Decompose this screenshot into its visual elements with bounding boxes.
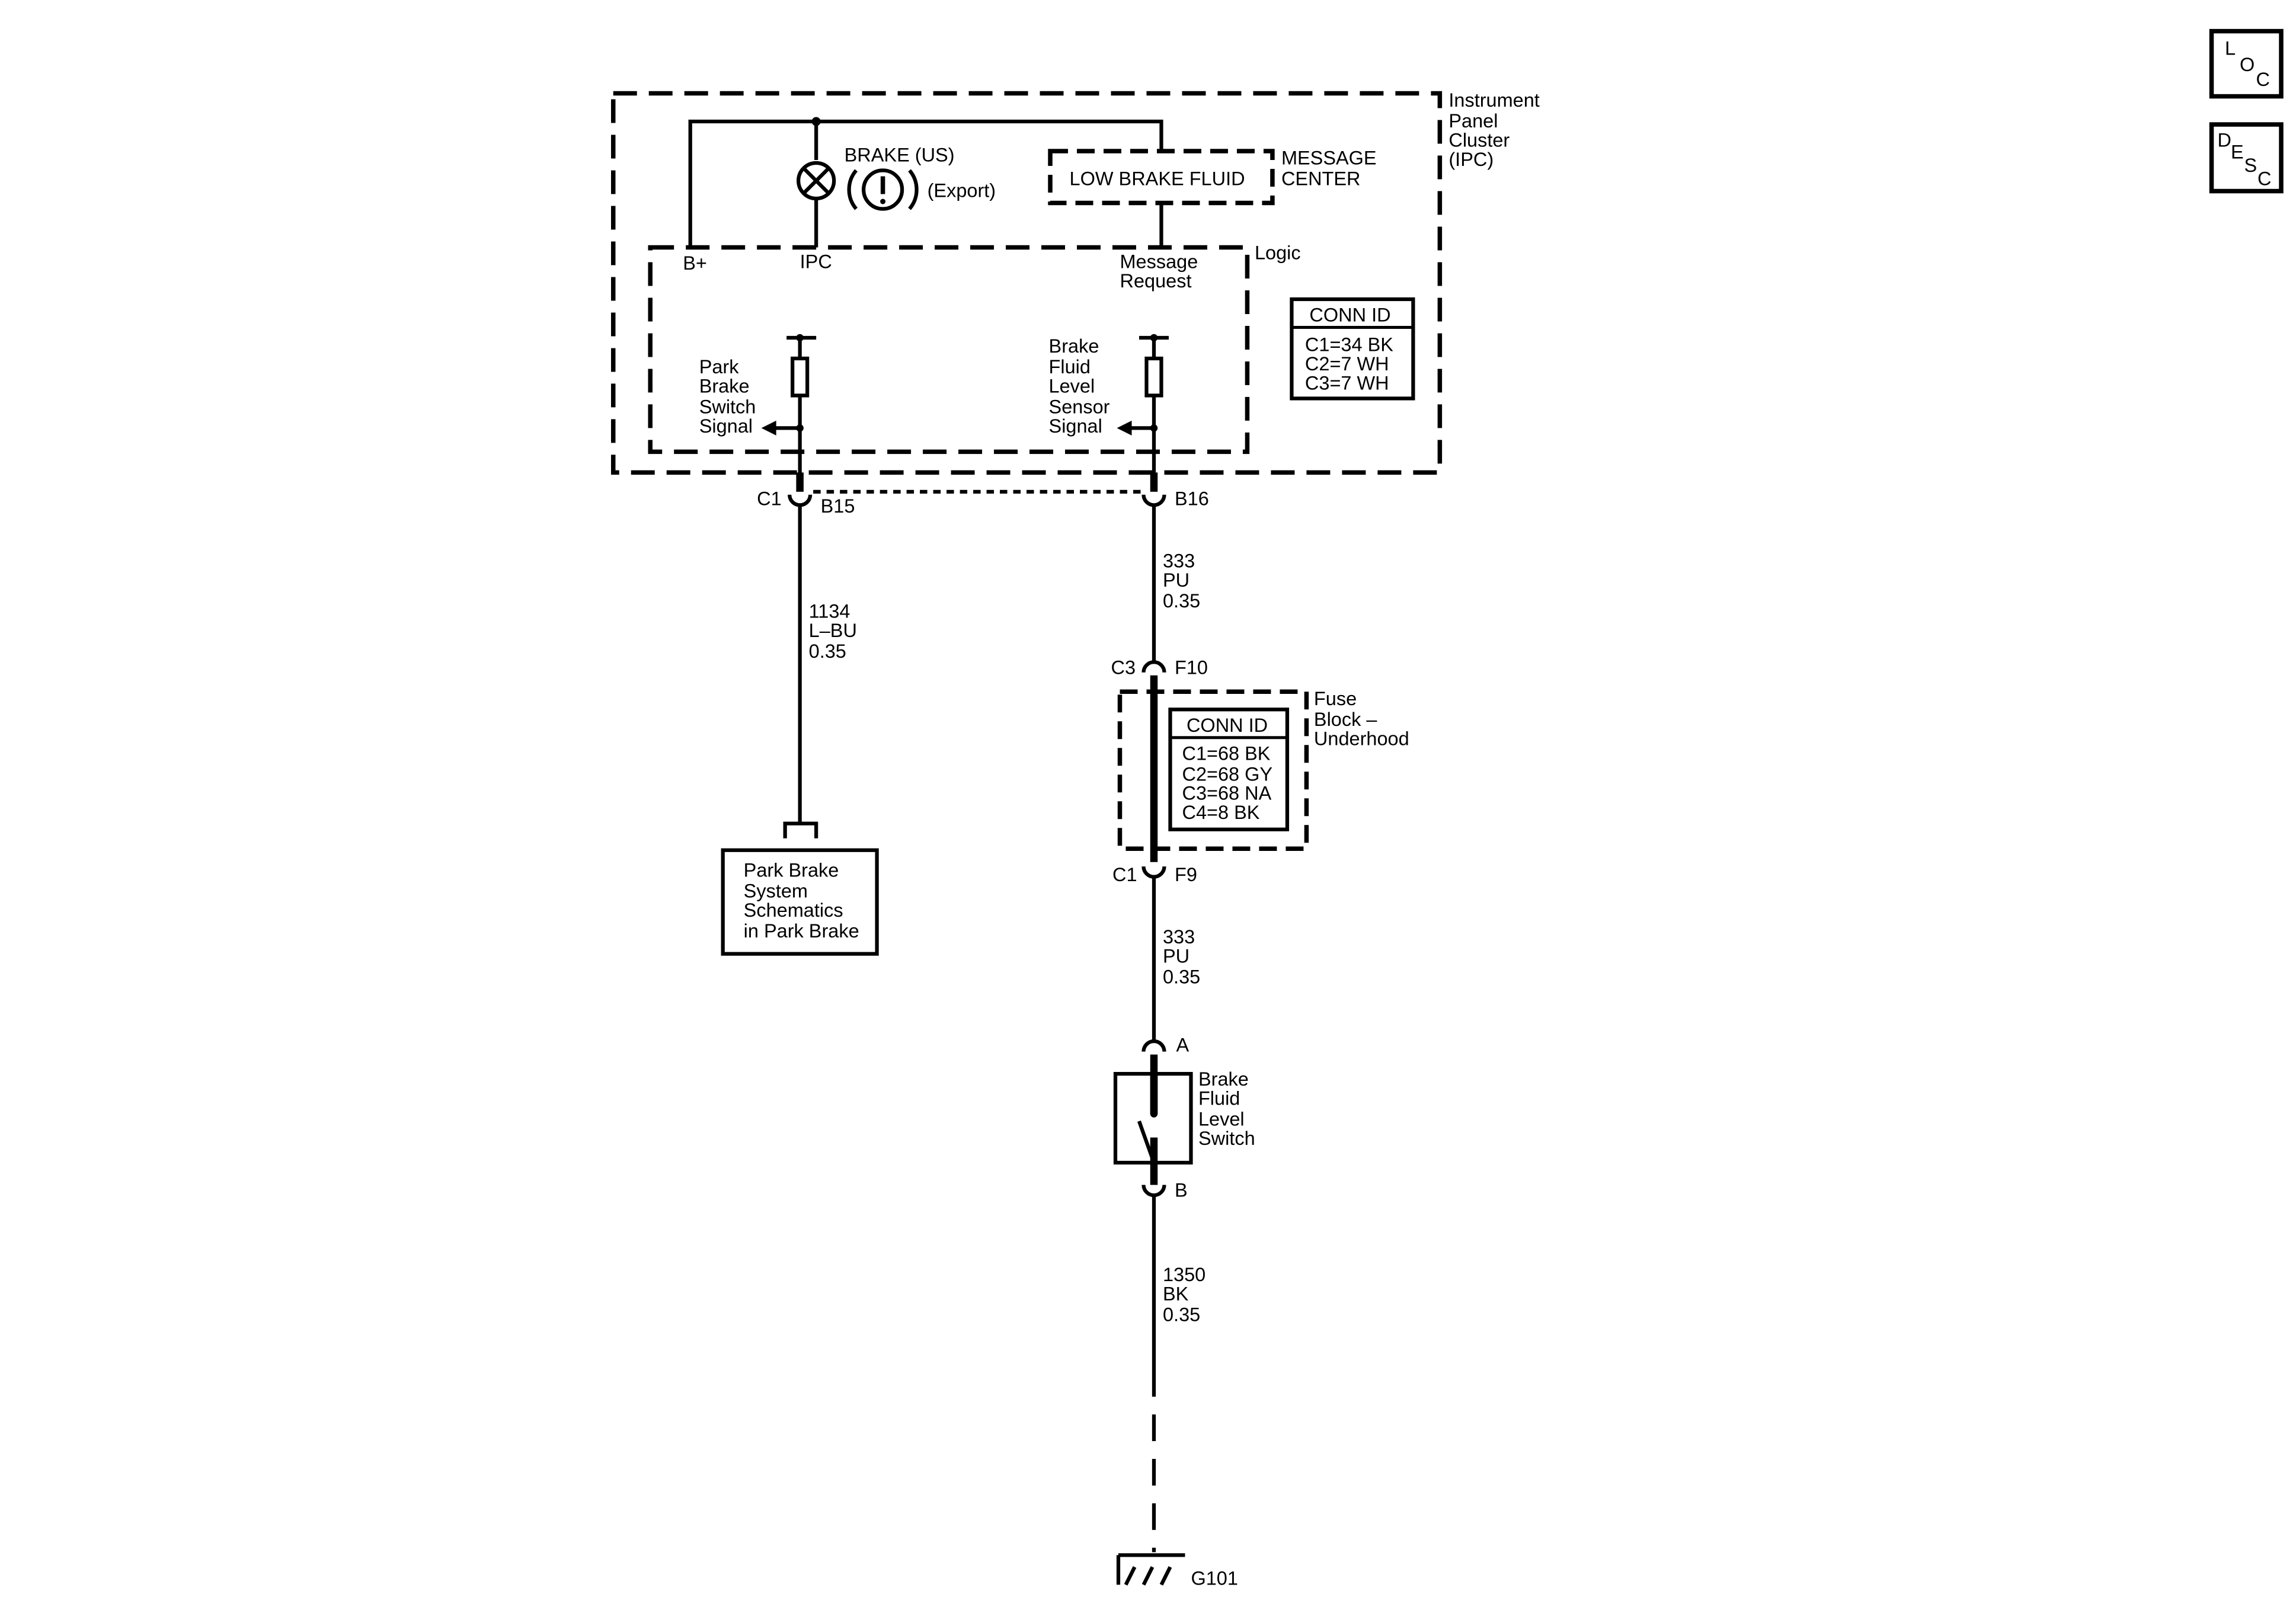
ground-label: G101 [1191, 1567, 1237, 1589]
fuse-block-conn-id-table: CONN ID C1=68 BK C2=68 GY C3=68 NA C4=8 … [1168, 708, 1290, 831]
loc-letter-o: O [2240, 54, 2255, 75]
loc-letter-l: L [2225, 38, 2236, 59]
pin-b-label: B [1175, 1180, 1188, 1201]
pin-f10-label: F10 [1175, 657, 1208, 678]
ipc-conn-id-header: CONN ID [1309, 304, 1390, 325]
connector-c1-fuse-label: C1 [1112, 864, 1137, 885]
desc-letter-s: S [2244, 155, 2257, 176]
wire-1134-label: 1134 L–BU 0.35 [809, 600, 862, 661]
park-brake-signal-label: Park Brake Switch Signal [699, 356, 762, 437]
brake-us-label: BRAKE (US) [845, 145, 955, 166]
brake-fluid-level-switch: A B Brake Fluid Level Switch [1113, 1035, 1255, 1201]
message-center-label: MESSAGE CENTER [1281, 148, 1382, 190]
park-brake-reference-box[interactable]: Park Brake System Schematics in Park Bra… [721, 848, 879, 956]
pin-b15-label: B15 [821, 495, 855, 517]
wire-1134: 1134 L–BU 0.35 [783, 505, 862, 838]
loc-icon[interactable]: L O C [2209, 28, 2284, 99]
fuse-conn-row: C1=68 BK [1182, 742, 1270, 764]
b-plus-label: B+ [683, 252, 707, 274]
arrow-left-icon [761, 420, 776, 436]
export-label: (Export) [928, 180, 996, 201]
ipc-conn-row: C3=7 WH [1305, 372, 1389, 393]
ground-icon [1116, 1553, 1185, 1586]
pin-a-label: A [1176, 1035, 1189, 1056]
wire-333-bottom-label: 333 PU 0.35 [1163, 926, 1200, 987]
desc-letter-d: D [2218, 130, 2231, 151]
wire-1350: 1350 BK 0.35 [1152, 1196, 1211, 1553]
wire-1350-label: 1350 BK 0.35 [1163, 1264, 1211, 1325]
fuse-conn-row: C3=68 NA [1182, 783, 1271, 804]
fuse-conn-row: C2=68 GY [1182, 763, 1272, 785]
desc-letter-e: E [2231, 142, 2244, 163]
park-brake-reference-label: Park Brake System Schematics in Park Bra… [744, 860, 859, 942]
wire-333-top-label: 333 PU 0.35 [1163, 550, 1200, 611]
desc-letter-c: C [2257, 168, 2271, 190]
pin-f9-label: F9 [1175, 864, 1197, 885]
low-brake-fluid-message: LOW BRAKE FLUID [1070, 168, 1245, 190]
ipc-conn-row: C2=7 WH [1305, 353, 1389, 375]
ipc-input-label: IPC [800, 251, 832, 272]
fuse-block-underhood: C3 F10 Fuse Block – Underhood CONN ID C1… [1111, 657, 1409, 885]
arrow-left-icon [1117, 420, 1132, 436]
wire-333-top: 333 PU 0.35 [1152, 505, 1200, 664]
ground-g101: G101 [1116, 1553, 1238, 1589]
brake-fluid-switch-label: Brake Fluid Level Switch [1198, 1068, 1255, 1149]
brake-fluid-signal-label: Brake Fluid Level Sensor Signal [1049, 335, 1115, 437]
park-brake-signal-input: Park Brake Switch Signal [699, 334, 817, 489]
brake-symbol-icon [847, 168, 919, 211]
brake-warning-bulb-icon [797, 161, 836, 201]
ipc-conn-id-table: CONN ID C1=34 BK C2=7 WH C3=7 WH [1290, 297, 1415, 401]
ipc-title: Instrument Panel Cluster (IPC) [1448, 89, 1544, 170]
message-request-label: Message Request [1120, 251, 1204, 291]
ipc-conn-row: C1=34 BK [1305, 334, 1393, 355]
logic-label: Logic [1255, 242, 1301, 263]
connector-c3-label: C3 [1111, 657, 1136, 678]
connector-c1-label: C1 [757, 488, 782, 509]
fuse-conn-row: C4=8 BK [1182, 802, 1259, 823]
pin-b16-label: B16 [1175, 488, 1209, 509]
brake-fluid-signal-input: Brake Fluid Level Sensor Signal [1049, 334, 1169, 489]
connector-c1: C1 B15 B16 [757, 472, 1209, 517]
ipc-module: Instrument Panel Cluster (IPC) BRAKE (US… [610, 89, 1544, 489]
fuse-block-title: Fuse Block – Underhood [1314, 688, 1409, 749]
wire-333-bottom: 333 PU 0.35 [1152, 876, 1200, 1040]
fuse-conn-id-header: CONN ID [1187, 715, 1268, 736]
loc-letter-c: C [2256, 69, 2270, 90]
desc-icon[interactable]: D E S C [2209, 122, 2284, 194]
